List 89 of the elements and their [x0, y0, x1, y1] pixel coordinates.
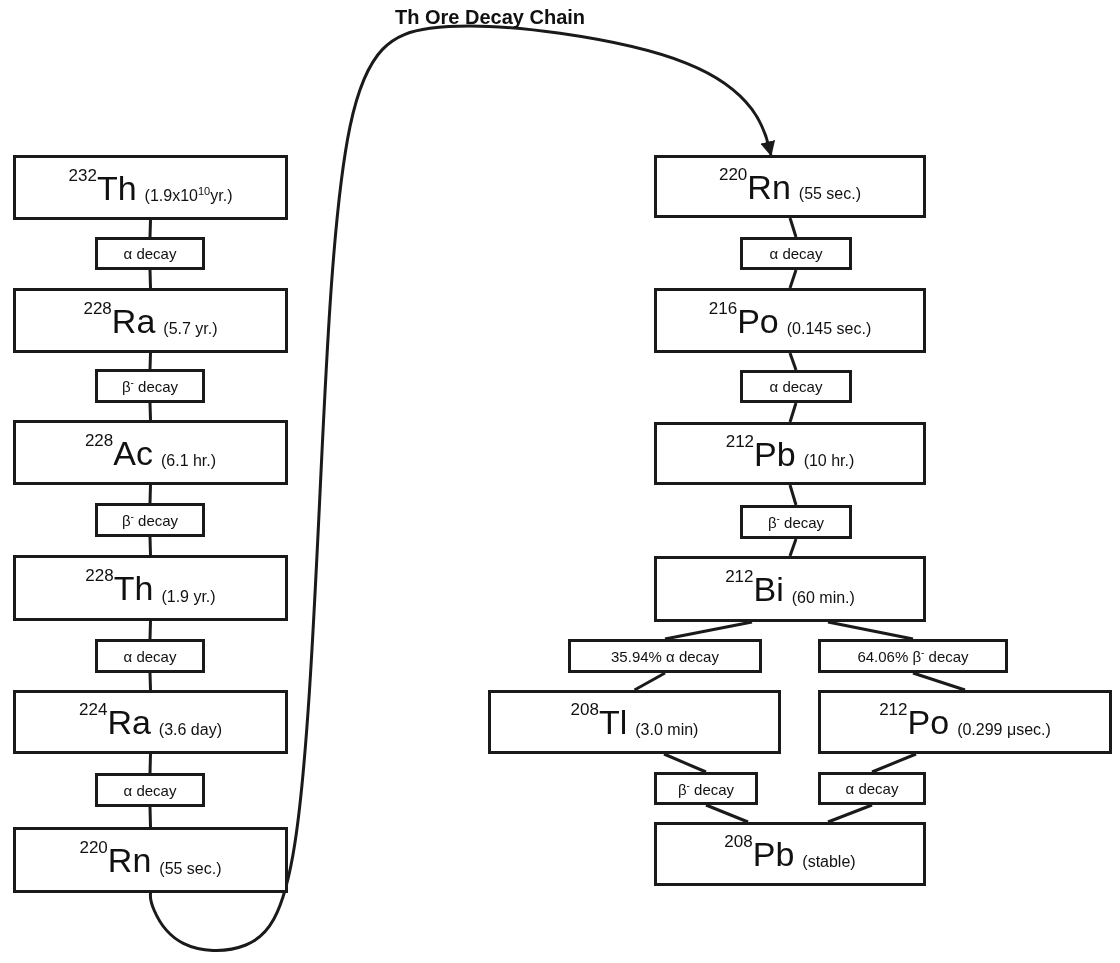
connector-line	[788, 217, 798, 238]
connector-line	[148, 806, 152, 828]
connector-line	[788, 269, 798, 289]
half-life-text: (0.145 sec.)	[786, 320, 872, 338]
decay-label: α decay	[123, 245, 177, 262]
isotope-symbol: $^{212}$Po	[879, 705, 950, 739]
decay-label: α decay	[769, 245, 823, 262]
isotope-symbol: $^{228}$Ac	[84, 435, 153, 470]
connector-line	[148, 672, 152, 691]
connector-line	[664, 620, 753, 641]
decay-label-box	[95, 369, 205, 403]
half-life-text: (1.9x10$^{10}$yr.)	[144, 184, 233, 205]
connector-line	[633, 671, 666, 692]
connector-line	[788, 352, 798, 371]
connector-line	[148, 219, 152, 238]
isotope-box	[654, 822, 926, 886]
half-life-text: (10 hr.)	[803, 452, 855, 470]
connector-line	[148, 753, 152, 774]
decay-label: α decay	[123, 781, 177, 799]
isotope-symbol: $^{220}$Rn	[718, 169, 791, 204]
connector-line	[827, 803, 873, 824]
decay-label-box	[818, 639, 1008, 673]
isotope-symbol: $^{232}$Th	[68, 170, 137, 205]
connector-line	[148, 352, 152, 370]
decay-label: 35.94% α decay	[611, 647, 719, 665]
isotope-box	[13, 155, 288, 220]
isotope-box	[13, 555, 288, 621]
isotope-symbol: $^{208}$Tl	[570, 705, 628, 739]
half-life-text: (stable)	[802, 853, 856, 871]
connector-line	[827, 620, 914, 641]
decay-label: β$^{-}$ decay	[121, 377, 179, 395]
decay-label: β$^{-}$ decay	[677, 779, 735, 798]
isotope-box	[13, 288, 288, 353]
decay-label-box	[568, 639, 762, 673]
decay-label-box	[740, 370, 852, 403]
half-life-text: (5.7 yr.)	[163, 320, 218, 338]
isotope-box	[13, 827, 288, 893]
isotope-box	[13, 690, 288, 754]
decay-label: β$^{-}$ decay	[121, 511, 179, 529]
half-life-text: (1.9 yr.)	[161, 588, 216, 606]
connector-line	[912, 671, 966, 692]
decay-label-box	[95, 773, 205, 807]
isotope-symbol: $^{216}$Po	[708, 303, 779, 338]
decay-label-box	[95, 237, 205, 270]
half-life-text: (60 min.)	[791, 589, 855, 607]
connector-line	[148, 536, 152, 556]
connector-line	[148, 620, 152, 640]
isotope-symbol: $^{212}$Pb	[725, 436, 796, 471]
isotope-box	[654, 155, 926, 218]
connector-line	[663, 752, 707, 774]
connector-line	[788, 538, 798, 557]
half-life-text: (3.0 min)	[635, 721, 699, 739]
isotope-symbol: $^{228}$Ra	[83, 303, 156, 338]
isotope-box	[818, 690, 1112, 754]
isotope-symbol: $^{208}$Pb	[724, 837, 795, 871]
isotope-symbol: $^{224}$Ra	[79, 705, 151, 739]
half-life-text: (55 sec.)	[798, 185, 862, 203]
connector-line	[788, 402, 798, 423]
decay-label-box	[818, 772, 926, 805]
decay-label: α decay	[769, 378, 823, 395]
decay-label: α decay	[123, 647, 177, 665]
half-life-text: (55 sec.)	[159, 860, 222, 878]
decay-label-box	[654, 772, 758, 805]
connector-line	[871, 752, 917, 774]
connector-line	[148, 484, 152, 504]
half-life-text: (6.1 hr.)	[160, 452, 217, 470]
isotope-symbol: $^{220}$Rn	[79, 843, 152, 877]
connector-line	[148, 402, 152, 421]
isotope-box	[654, 556, 926, 622]
decay-label-box	[95, 639, 205, 673]
decay-label-box	[740, 505, 852, 539]
arrow	[148, 24, 776, 952]
isotope-symbol: $^{228}$Th	[85, 571, 154, 605]
connector-line	[148, 269, 152, 289]
diagram-title: Th Ore Decay Chain	[393, 6, 587, 29]
decay-label: α decay	[845, 780, 899, 797]
connector-line	[705, 803, 749, 824]
isotope-box	[13, 420, 288, 485]
half-life-text: (3.6 day)	[158, 721, 222, 739]
isotope-box	[654, 288, 926, 353]
isotope-box	[654, 422, 926, 485]
decay-label-box	[95, 503, 205, 537]
decay-label: 64.06% β$^{-}$ decay	[857, 647, 969, 665]
isotope-symbol: $^{212}$Bi	[725, 572, 784, 606]
connector-line	[788, 484, 798, 506]
decay-label: β$^{-}$ decay	[767, 513, 825, 531]
half-life-text: (0.299 μsec.)	[957, 721, 1051, 739]
isotope-box	[488, 690, 781, 754]
decay-label-box	[740, 237, 852, 270]
